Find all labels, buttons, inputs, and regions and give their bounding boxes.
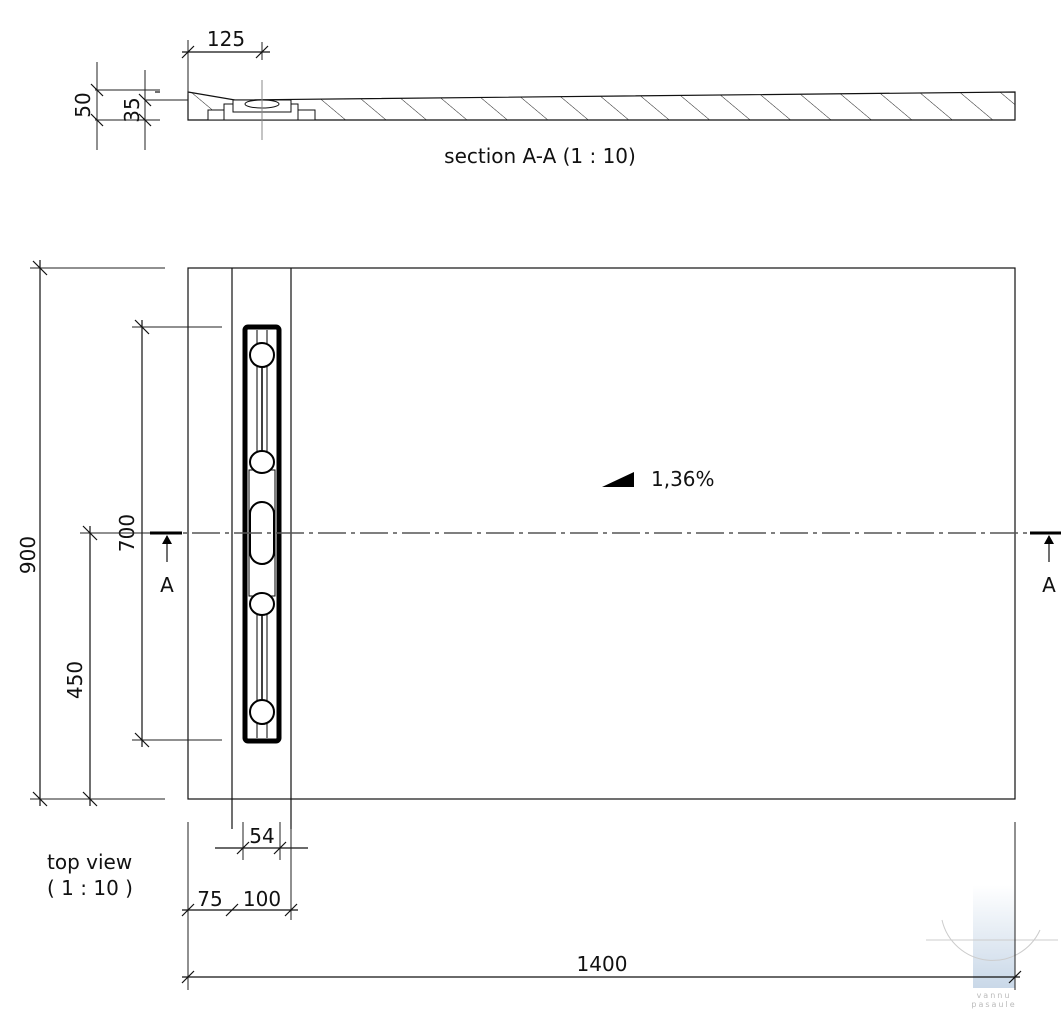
dimension-50: 50: [71, 62, 160, 150]
slope-icon: [602, 472, 634, 487]
top-view: A A 1,36% 900 700: [16, 260, 1061, 1009]
dim-75-label: 75: [197, 887, 222, 911]
top-view-scale: ( 1 : 10 ): [47, 876, 133, 900]
dim-100-label: 100: [243, 887, 281, 911]
dim-1400-label: 1400: [577, 952, 628, 976]
dimension-900: 900: [16, 260, 165, 807]
section-marker-right: A: [1030, 531, 1061, 597]
dim-125-label: 125: [207, 27, 245, 51]
section-marker-label: A: [160, 573, 174, 597]
section-title: section A-A (1 : 10): [444, 144, 636, 168]
slope-label: 1,36%: [651, 467, 715, 491]
section-body: [187, 91, 1016, 121]
dim-900-label: 900: [16, 536, 40, 574]
section-drain-detail: [207, 80, 316, 140]
watermark-logo: vannu pasaule: [926, 885, 1058, 1009]
dim-54-label: 54: [249, 824, 274, 848]
dim-450-label: 450: [63, 661, 87, 699]
svg-text:pasaule: pasaule: [971, 1000, 1016, 1009]
svg-text:vannu: vannu: [977, 991, 1012, 1000]
section-a-a: 125 50 35 section A-A (1 : 10): [71, 27, 1016, 168]
dimension-450: 450: [63, 525, 150, 807]
dim-35-label: 35: [120, 97, 144, 122]
dim-50-label: 50: [71, 92, 95, 117]
drain-grate: [242, 324, 282, 744]
dimension-1400: 1400: [181, 822, 1022, 990]
top-view-title: top view: [47, 850, 132, 874]
dimension-125: 125: [181, 27, 270, 95]
section-marker-label: A: [1042, 573, 1056, 597]
section-marker-left: A: [150, 531, 182, 597]
dimension-54: 54: [215, 822, 308, 860]
dimension-75-100: 75 100: [181, 822, 298, 990]
dimension-35: 35: [120, 70, 188, 150]
